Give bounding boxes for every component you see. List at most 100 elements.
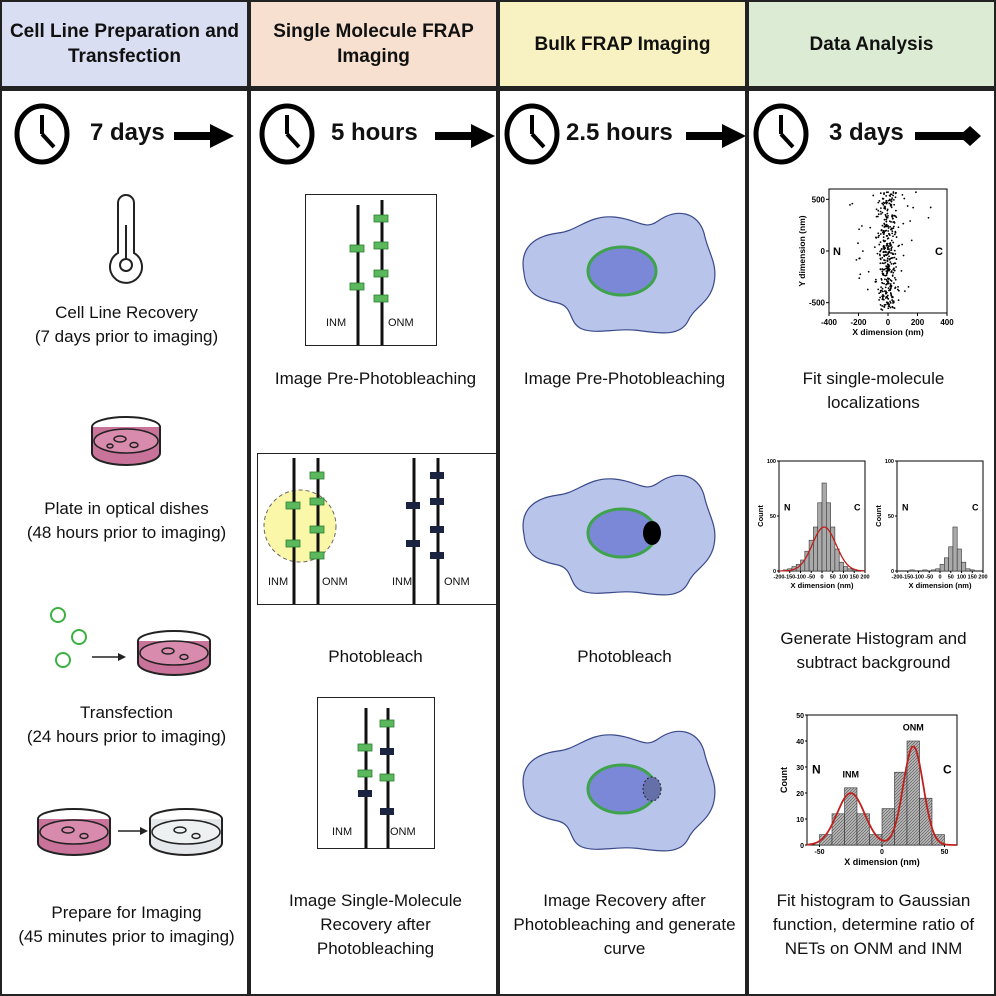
- prepare-imaging-icon: [37, 808, 223, 856]
- data-point: [886, 208, 889, 211]
- n-terminal-label: N: [833, 246, 841, 258]
- data-point: [875, 236, 877, 239]
- duration-label: 3 days: [829, 119, 904, 146]
- n-terminal-label: N: [784, 503, 791, 513]
- data-point: [889, 306, 892, 309]
- data-point: [883, 254, 885, 257]
- x-tick-label: 100: [957, 575, 966, 581]
- data-point: [851, 202, 854, 205]
- data-point: [886, 260, 889, 263]
- column-body: 5 hours INM ONM Image Pre-Photobleaching: [249, 88, 498, 996]
- data-point: [879, 249, 882, 252]
- histogram-bar: [847, 568, 853, 572]
- x-tick-label: -50: [925, 575, 933, 581]
- data-point: [891, 305, 894, 308]
- data-point: [890, 200, 893, 203]
- data-point: [886, 234, 889, 237]
- data-point: [894, 196, 897, 199]
- data-point: [887, 307, 890, 310]
- histogram-bar: [817, 502, 823, 572]
- data-point: [883, 282, 885, 285]
- data-point: [877, 236, 880, 239]
- data-point: [893, 214, 896, 217]
- histogram-bar: [961, 561, 967, 572]
- data-point: [901, 193, 904, 196]
- data-point: [880, 228, 883, 231]
- data-point: [901, 243, 904, 246]
- data-point: [883, 222, 886, 225]
- data-point: [897, 299, 900, 302]
- data-point: [894, 286, 897, 289]
- data-point: [891, 232, 894, 235]
- data-point: [878, 299, 881, 301]
- x-axis-label: X dimension (nm): [852, 327, 923, 337]
- cell-pre-bleach: [522, 212, 716, 334]
- x-tick-label: -50: [807, 575, 815, 581]
- data-point: [879, 262, 882, 265]
- data-point: [881, 282, 884, 284]
- y-axis-label: Count: [874, 505, 883, 527]
- data-point: [888, 258, 891, 261]
- inm-label: INM: [392, 576, 413, 588]
- data-point: [891, 296, 894, 299]
- data-point: [881, 262, 884, 265]
- step-caption: Fit histogram to Gaussian function, dete…: [772, 891, 975, 958]
- data-point: [885, 292, 887, 295]
- data-point: [890, 246, 893, 248]
- step-caption: Prepare for Imaging (45 minutes prior to…: [18, 903, 235, 946]
- y-tick-label: 10: [796, 817, 804, 824]
- data-point: [879, 241, 882, 244]
- data-point: [890, 292, 892, 295]
- plot-frame: [896, 460, 984, 572]
- data-point: [857, 242, 859, 245]
- data-point: [888, 277, 891, 280]
- data-point: [892, 263, 895, 265]
- data-point: [894, 209, 897, 212]
- column-single-molecule-frap: Single Molecule FRAP Imaging 5 hours: [249, 0, 498, 996]
- x-axis-label: X dimension (nm): [791, 581, 854, 590]
- data-point: [887, 230, 890, 232]
- data-point: [892, 271, 895, 274]
- data-point: [881, 224, 884, 227]
- data-point: [884, 207, 886, 210]
- c-terminal-label: C: [935, 246, 943, 258]
- data-point: [879, 210, 882, 213]
- data-point: [893, 233, 896, 236]
- data-point: [897, 226, 900, 229]
- data-point: [889, 195, 892, 197]
- histogram-bar: [909, 569, 915, 572]
- data-point: [885, 254, 888, 257]
- data-point: [887, 245, 890, 248]
- data-point: [887, 305, 890, 308]
- data-point: [881, 256, 884, 259]
- data-point: [883, 218, 886, 221]
- data-point: [898, 289, 900, 292]
- data-point: [880, 308, 883, 311]
- data-point: [867, 270, 870, 273]
- x-tick-label: 0: [886, 318, 891, 327]
- data-point: [877, 232, 880, 235]
- data-point: [873, 246, 876, 249]
- y-tick-label: 100: [767, 459, 776, 465]
- data-point: [883, 305, 885, 308]
- y-axis-label: Count: [779, 767, 789, 793]
- data-point: [886, 294, 889, 297]
- x-axis-label: X dimension (nm): [909, 581, 972, 590]
- data-point: [879, 268, 882, 271]
- data-point: [885, 218, 888, 221]
- y-tick-label: 20: [796, 791, 804, 798]
- data-point: [892, 300, 894, 303]
- data-point: [927, 216, 930, 219]
- x-tick-label: 200: [911, 318, 925, 327]
- data-point: [881, 270, 884, 273]
- data-point: [885, 191, 888, 194]
- data-point: [893, 267, 895, 270]
- data-point: [886, 257, 889, 260]
- data-point: [858, 257, 861, 260]
- data-point: [888, 233, 891, 236]
- transfection-icon: [50, 607, 211, 676]
- x-tick-label: -150: [902, 575, 913, 581]
